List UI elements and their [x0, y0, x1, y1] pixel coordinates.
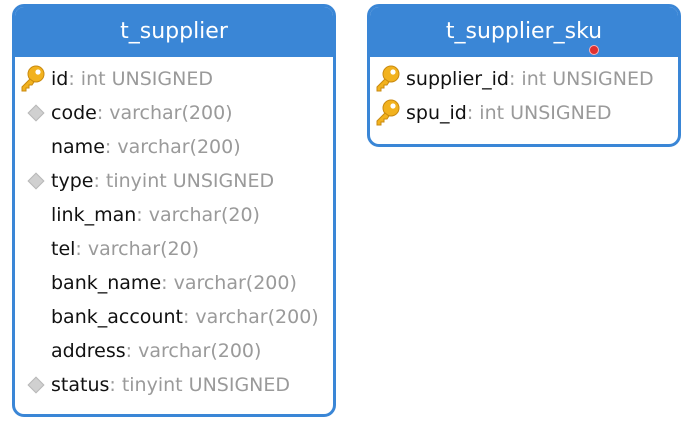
- column-type: : varchar(200): [161, 272, 297, 294]
- diamond-icon: [15, 172, 51, 190]
- column-name: status: [51, 374, 110, 396]
- key-icon: [370, 98, 406, 128]
- column-type: : int UNSIGNED: [508, 68, 654, 90]
- column-row[interactable]: bank_account : varchar(200): [15, 300, 333, 334]
- table-header[interactable]: t_supplier: [15, 7, 333, 57]
- diamond-icon: [15, 104, 51, 122]
- table-t-supplier-sku[interactable]: t_supplier_sku supplier_id : int UNSIGNE…: [367, 4, 681, 147]
- column-type: : varchar(20): [75, 238, 200, 260]
- column-name: code: [51, 102, 97, 124]
- column-name: link_man: [51, 204, 137, 226]
- key-icon: [15, 64, 51, 94]
- column-name: bank_name: [51, 272, 162, 294]
- column-list: id : int UNSIGNED code : varchar(200) na…: [15, 57, 333, 402]
- table-title: t_supplier: [120, 19, 228, 44]
- key-icon: [370, 64, 406, 94]
- table-header[interactable]: t_supplier_sku: [370, 7, 678, 57]
- cursor-indicator: [589, 45, 599, 55]
- column-name: type: [51, 170, 94, 192]
- column-row[interactable]: spu_id : int UNSIGNED: [370, 96, 678, 130]
- column-row[interactable]: id : int UNSIGNED: [15, 62, 333, 96]
- column-type: : tinyint UNSIGNED: [109, 374, 291, 396]
- column-row[interactable]: link_man : varchar(20): [15, 198, 333, 232]
- column-name: supplier_id: [406, 68, 509, 90]
- column-name: spu_id: [406, 102, 467, 124]
- column-row[interactable]: status : tinyint UNSIGNED: [15, 368, 333, 402]
- column-list: supplier_id : int UNSIGNED spu_id : int …: [370, 57, 678, 130]
- column-type: : varchar(200): [104, 136, 241, 158]
- column-row[interactable]: supplier_id : int UNSIGNED: [370, 62, 678, 96]
- column-name: bank_account: [51, 306, 183, 328]
- column-type: : varchar(200): [182, 306, 319, 328]
- column-row[interactable]: type : tinyint UNSIGNED: [15, 164, 333, 198]
- column-name: id: [51, 68, 69, 90]
- table-t-supplier[interactable]: t_supplier id : int UNSIGNED code : varc…: [12, 4, 336, 417]
- column-row[interactable]: name : varchar(200): [15, 130, 333, 164]
- column-name: address: [51, 340, 126, 362]
- column-type: : varchar(20): [136, 204, 260, 226]
- column-row[interactable]: address : varchar(200): [15, 334, 333, 368]
- column-row[interactable]: tel : varchar(20): [15, 232, 333, 266]
- table-title: t_supplier_sku: [445, 19, 603, 44]
- column-name: tel: [51, 238, 76, 260]
- column-name: name: [51, 136, 105, 158]
- column-type: : varchar(200): [125, 340, 262, 362]
- diamond-icon: [15, 376, 51, 394]
- column-row[interactable]: code : varchar(200): [15, 96, 333, 130]
- column-type: : tinyint UNSIGNED: [93, 170, 275, 192]
- column-type: : int UNSIGNED: [466, 102, 612, 124]
- column-type: : int UNSIGNED: [68, 68, 213, 90]
- column-type: : varchar(200): [96, 102, 233, 124]
- column-row[interactable]: bank_name : varchar(200): [15, 266, 333, 300]
